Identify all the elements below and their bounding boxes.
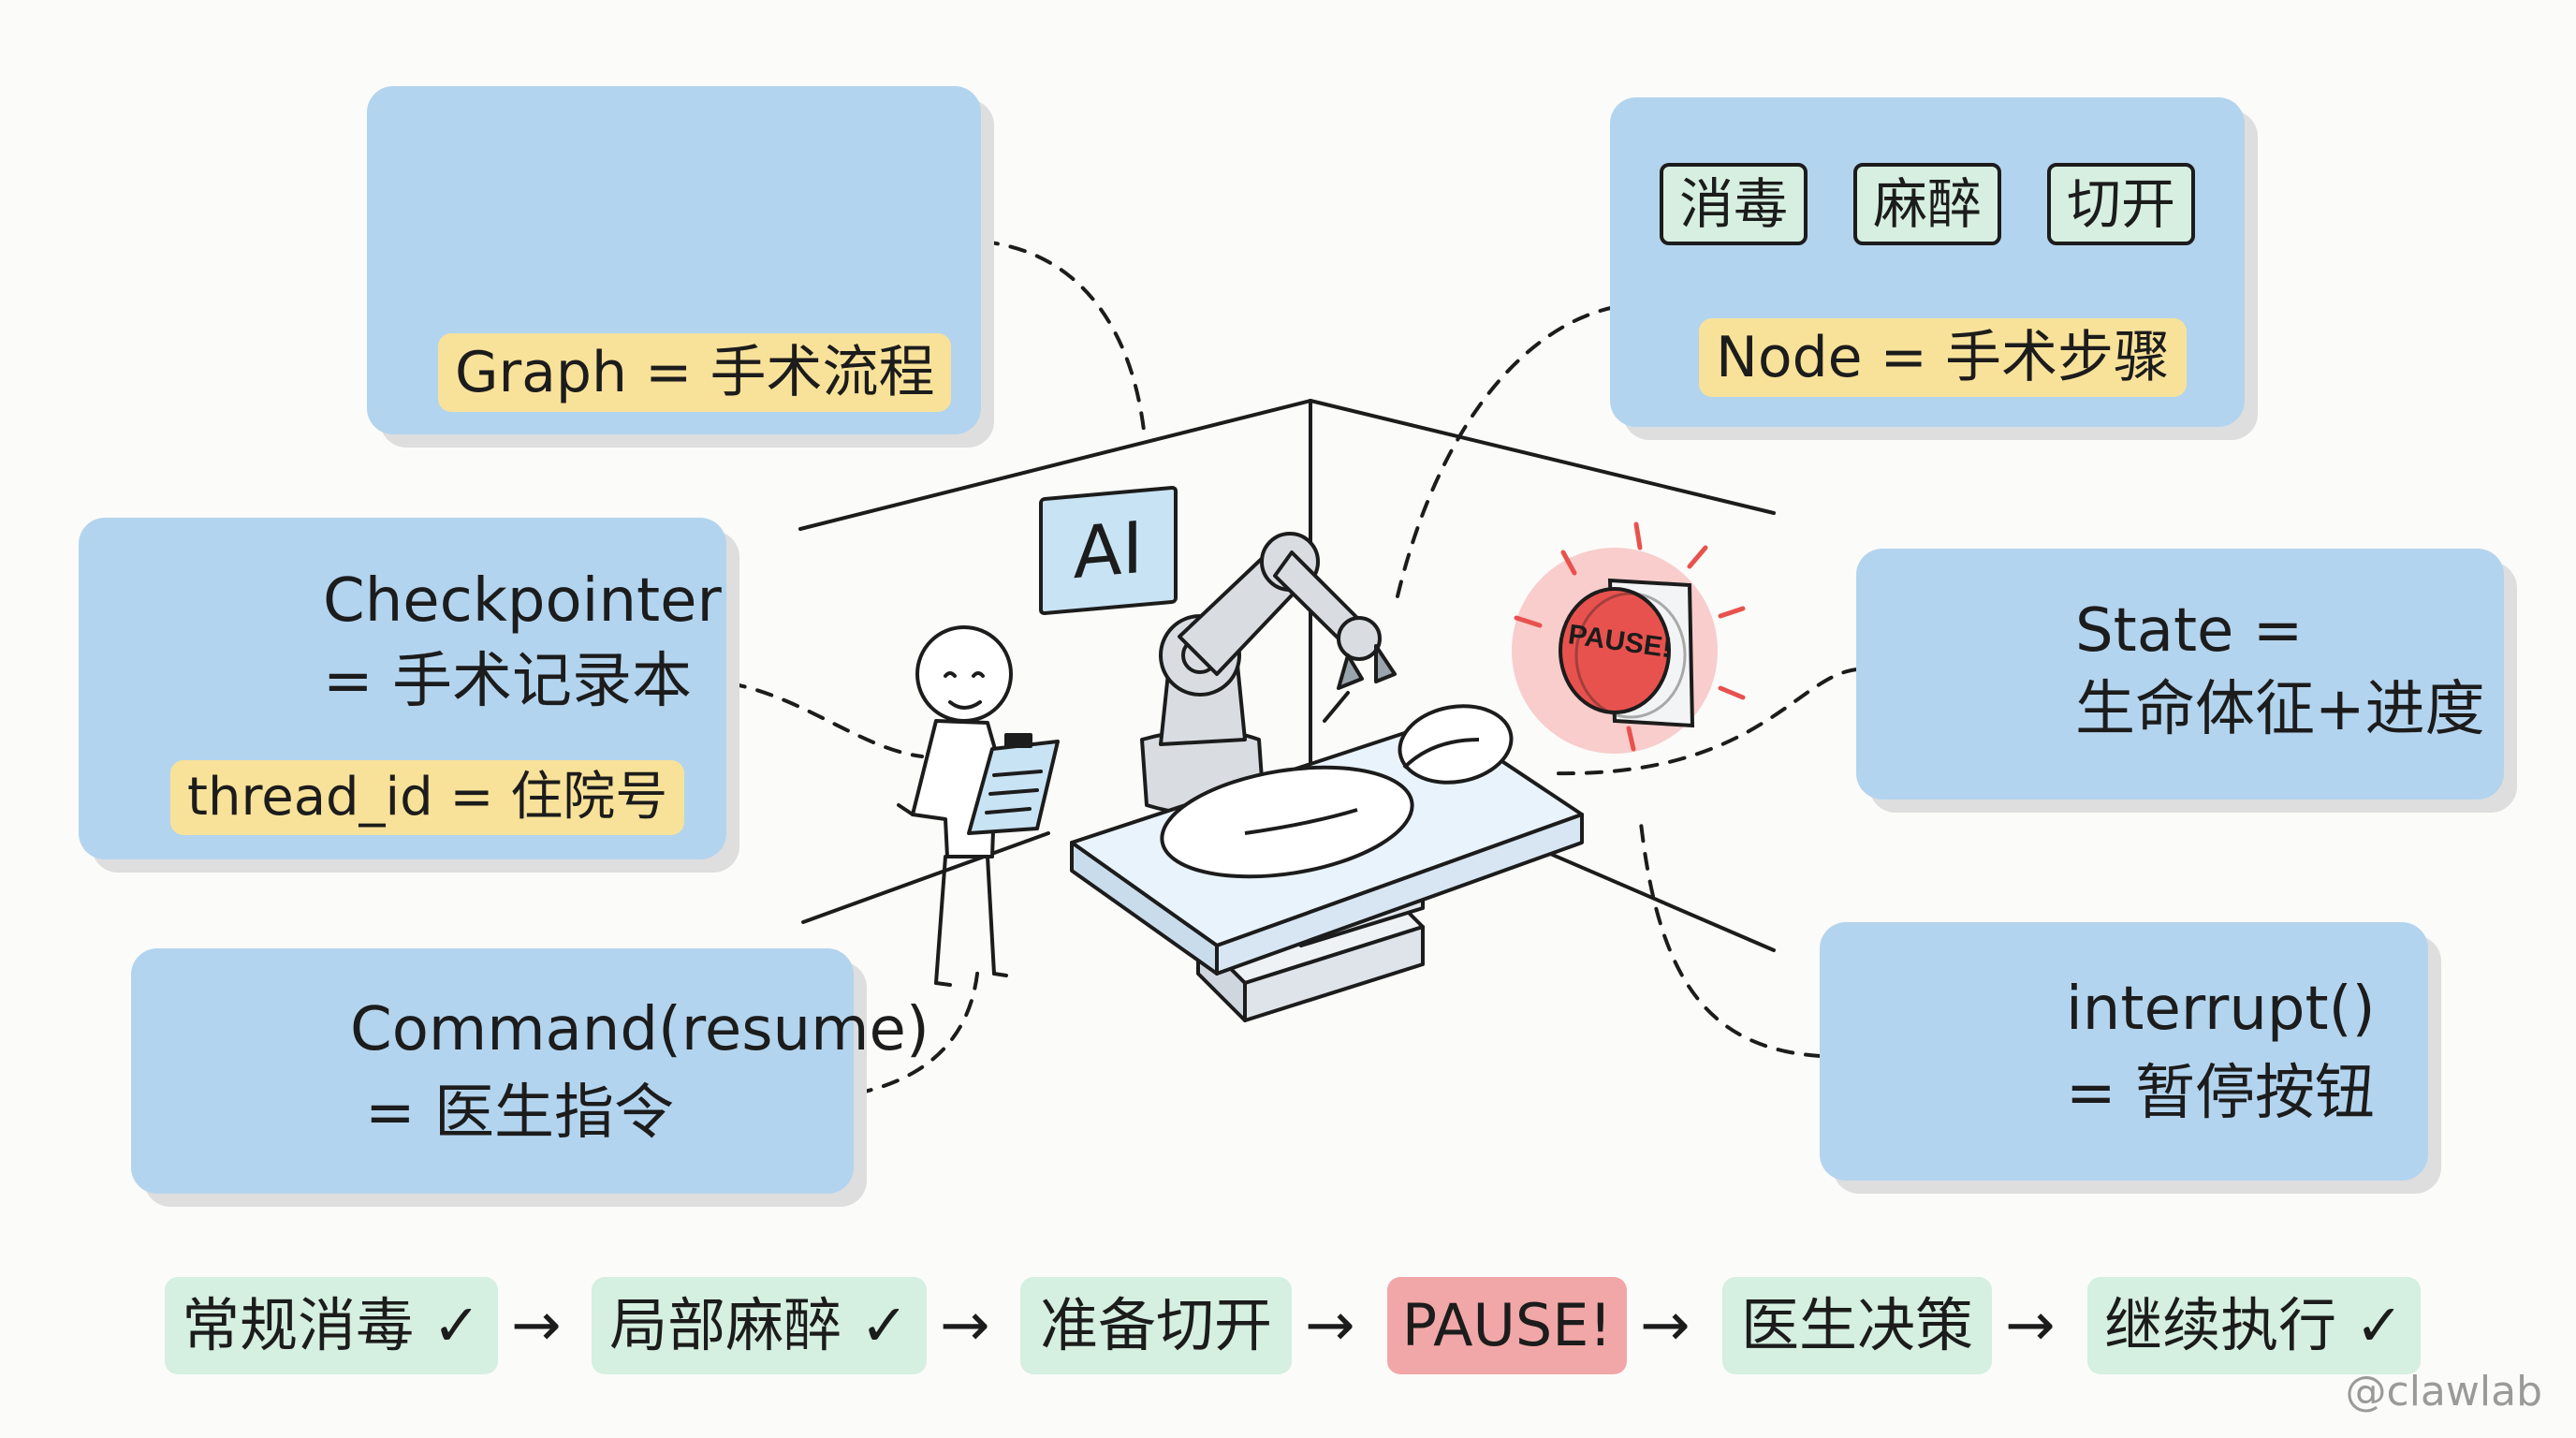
command-card	[131, 948, 854, 1194]
flow-step-6: 继续执行 ✓	[2087, 1277, 2421, 1374]
checkpointer-title: Checkpointer	[323, 566, 722, 636]
interrupt-subtitle: = 暂停按钮	[2066, 1059, 2375, 1128]
state-card	[1856, 549, 2504, 800]
command-title: Command(resume)	[350, 995, 929, 1064]
flow-step-5: 医生决策	[1722, 1277, 1992, 1374]
graph-label: Graph = 手术流程	[438, 333, 952, 412]
state-title: State =	[2075, 596, 2304, 666]
flow-arrow-5: →	[2005, 1291, 2056, 1360]
state-subtitle: 生命体征+进度	[2075, 675, 2485, 744]
flow-arrow-2: →	[940, 1291, 990, 1360]
pause-alarm	[1512, 521, 1746, 754]
flow-step-3: 准备切开	[1020, 1277, 1292, 1374]
thread-id-label: thread_id = 住院号	[170, 760, 685, 835]
connectors	[728, 240, 1860, 1095]
node-step-2: 麻醉	[1853, 163, 2001, 245]
command-subtitle: = 医生指令	[365, 1078, 674, 1148]
flow-step-1: 常规消毒 ✓	[165, 1277, 498, 1374]
watermark: @clawlab	[2345, 1368, 2542, 1416]
node-step-3: 切开	[2047, 163, 2195, 245]
robot-arm	[1140, 532, 1397, 816]
flow-step-2: 局部麻醉 ✓	[592, 1277, 927, 1374]
node-label: Node = 手术步骤	[1699, 318, 2188, 397]
doctor-figure	[897, 625, 1060, 987]
interrupt-title: interrupt()	[2066, 975, 2376, 1044]
flow-arrow-3: →	[1305, 1291, 1355, 1360]
checkpointer-subtitle: = 手术记录本	[323, 647, 692, 716]
flow-arrow-1: →	[511, 1291, 562, 1360]
interrupt-card	[1820, 922, 2428, 1181]
ai-sign: AI	[1039, 485, 1178, 616]
operating-table	[1070, 704, 1584, 1022]
flow-step-4: PAUSE!	[1387, 1277, 1627, 1374]
node-step-1: 消毒	[1660, 163, 1808, 245]
flow-arrow-4: →	[1640, 1291, 1690, 1360]
